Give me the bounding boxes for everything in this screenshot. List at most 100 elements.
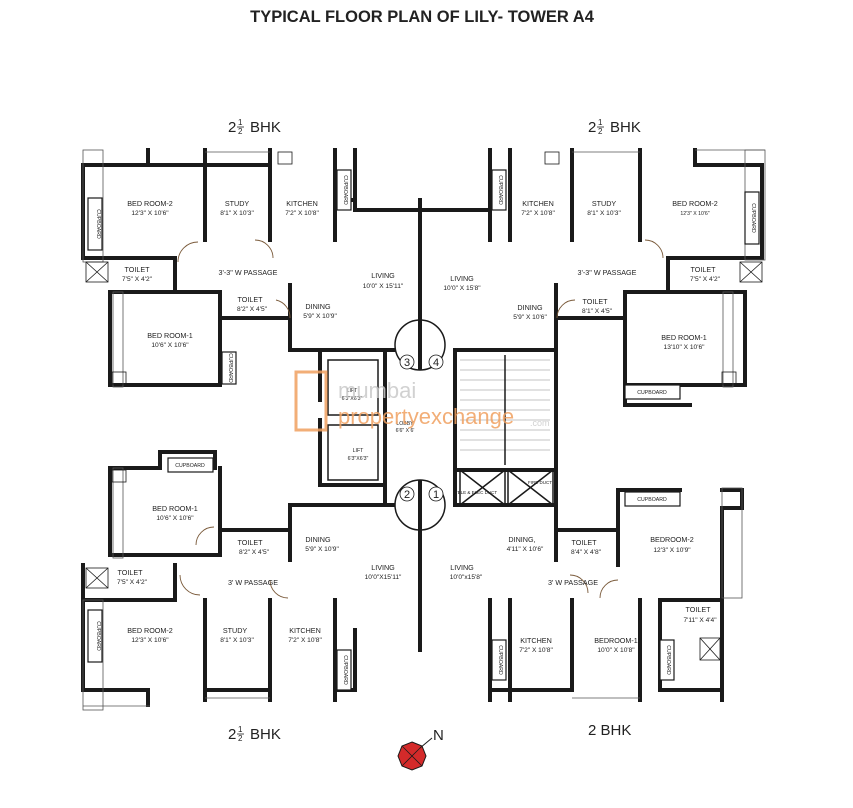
watermark-logo: [294, 370, 328, 432]
watermark-line2: propertyexchange: [338, 404, 514, 429]
room-name: TOILET: [237, 538, 263, 547]
room-name: BEDROOM-1: [594, 636, 638, 645]
bhk-suffix: BHK: [250, 726, 281, 743]
unit-top-left: BED ROOM-2 12'3" X 10'6" STUDY 8'1" X 10…: [95, 175, 404, 383]
staircase: [460, 355, 550, 465]
bhk-frac-num: 1: [598, 118, 603, 127]
room-name: TOILET: [124, 265, 150, 274]
duct-label: TELE & ELEC DUCT: [455, 490, 498, 495]
bhk-frac-den: 2: [598, 127, 603, 136]
room-dimension: 5'9" X 10'9": [303, 313, 337, 320]
room-name: BED ROOM-2: [127, 626, 173, 635]
passage-label: 3'-3" W PASSAGE: [219, 268, 278, 277]
room-dimension: 7'5" X 4'2": [117, 579, 148, 586]
room-dimension: 7'5" X 4'2": [122, 276, 153, 283]
bhk-suffix: BHK: [250, 119, 281, 136]
room-name: BED ROOM-1: [152, 504, 198, 513]
cupboard-label: CUPBOARD: [175, 463, 205, 469]
walls: [81, 148, 764, 707]
bhk-whole: 2: [228, 119, 236, 136]
lift-shafts: [327, 359, 554, 506]
room-dimension: 8'1" X 4'5": [582, 308, 613, 315]
passage-label: 3' W PASSAGE: [228, 578, 278, 587]
cupboard-label: CUPBOARD: [342, 655, 348, 685]
unit-number-badge: [399, 354, 415, 370]
cupboards: [87, 169, 760, 691]
room-dimension: 4'11" X 10'6": [507, 546, 544, 553]
passage-label: 3'-3" W PASSAGE: [578, 268, 637, 277]
unit-number-badge: [428, 486, 444, 502]
room-name: TOILET: [690, 265, 716, 274]
cupboard-label: CUPBOARD: [497, 645, 503, 675]
watermark-line1: mumbai: [338, 378, 416, 403]
room-dimension: 8'1" X 10'3": [587, 210, 621, 217]
room-dimension: 8'4" X 4'8": [571, 549, 602, 556]
room-dimension: 7'2" X 10'8": [288, 637, 322, 644]
bhk-label-top-right: 2 1 2 BHK: [588, 118, 641, 136]
cupboard-label: CUPBOARD: [750, 203, 756, 233]
north-label: N: [433, 727, 444, 744]
bhk-suffix: BHK: [610, 119, 641, 136]
room-dimension: 10'0" X 10'8": [597, 647, 635, 654]
bhk-frac-num: 1: [238, 118, 243, 127]
room-dimension: 13'10" X 10'6": [664, 344, 706, 351]
room-name: STUDY: [592, 199, 617, 208]
balcony-outlines: [82, 149, 766, 711]
room-name: TOILET: [582, 297, 608, 306]
room-name: DINING: [305, 302, 331, 311]
cupboard-label: CUPBOARD: [227, 353, 233, 383]
cupboard-label: CUPBOARD: [342, 175, 348, 205]
cupboard-label: CUPBOARD: [95, 209, 101, 239]
door-swings: [177, 239, 664, 599]
bhk-label-bottom-left: 2 1 2 BHK: [228, 725, 281, 743]
room-name: KITCHEN: [520, 636, 552, 645]
room-name: BED ROOM-2: [672, 199, 718, 208]
cupboard-label: CUPBOARD: [95, 621, 101, 651]
lift-name: LIFT: [353, 448, 364, 454]
room-dimension: 7'2" X 10'8": [285, 210, 319, 217]
room-dimension: 12'3" X 10'6": [131, 637, 169, 644]
room-dimension: 7'11" X 4'4": [683, 617, 717, 624]
cupboard-label: CUPBOARD: [665, 645, 671, 675]
room-name: LIVING: [450, 274, 474, 283]
room-dimension: 7'5" X 4'2": [690, 276, 721, 283]
room-dimension: 5'9" X 10'9": [305, 546, 339, 553]
bhk-label-bottom-right: 2 BHK: [588, 722, 631, 739]
plan-title: TYPICAL FLOOR PLAN OF LILY- TOWER A4: [250, 8, 595, 26]
room-dimension: 8'1" X 10'3": [220, 637, 254, 644]
cupboard-label: CUPBOARD: [637, 390, 667, 396]
unit-number: 2: [404, 489, 410, 501]
unit-number: 4: [433, 357, 439, 369]
lobby-name: LOBBY: [396, 421, 414, 427]
room-dimension: 10'6" X 10'6": [156, 515, 194, 522]
cupboard-label: CUPBOARD: [497, 175, 503, 205]
room-dimension: 10'0"x15'8": [450, 574, 483, 581]
room-dimension: 8'2" X 4'5": [239, 549, 270, 556]
room-name: STUDY: [223, 626, 248, 635]
room-name: LIVING: [371, 271, 395, 280]
room-name: DINING,: [508, 535, 535, 544]
core-area: LIFT 6'3"X6'3" LIFT 6'3"X6'3" LOBBY 6'6"…: [342, 354, 552, 502]
room-dimension: 12'3" X 10'9": [653, 547, 691, 554]
cupboard-label: CUPBOARD: [637, 497, 667, 503]
fire-duct-label: FIRE DUCT: [528, 480, 552, 485]
room-dimension: 12'3" X 10'6": [680, 211, 709, 217]
room-name: KITCHEN: [522, 199, 554, 208]
room-dimension: 10'0" X 15'8": [443, 285, 481, 292]
room-dimension: 8'2" X 4'5": [237, 306, 268, 313]
room-name: KITCHEN: [289, 626, 321, 635]
lift-dimension: 6'3"X6'3": [348, 456, 369, 462]
unit-number: 1: [433, 489, 439, 501]
bhk-frac-den: 2: [238, 734, 243, 743]
room-name: TOILET: [237, 295, 263, 304]
watermark-suffix: .com: [530, 418, 550, 428]
room-name: BED ROOM-2: [127, 199, 173, 208]
room-dimension: 10'0"X15'11": [365, 574, 402, 581]
room-name: BEDROOM-2: [650, 535, 694, 544]
room-name: TOILET: [117, 568, 143, 577]
room-dimension: 8'1" X 10'3": [220, 210, 254, 217]
room-name: BED ROOM-1: [147, 331, 193, 340]
fixtures: [85, 151, 763, 661]
room-name: TOILET: [571, 538, 597, 547]
